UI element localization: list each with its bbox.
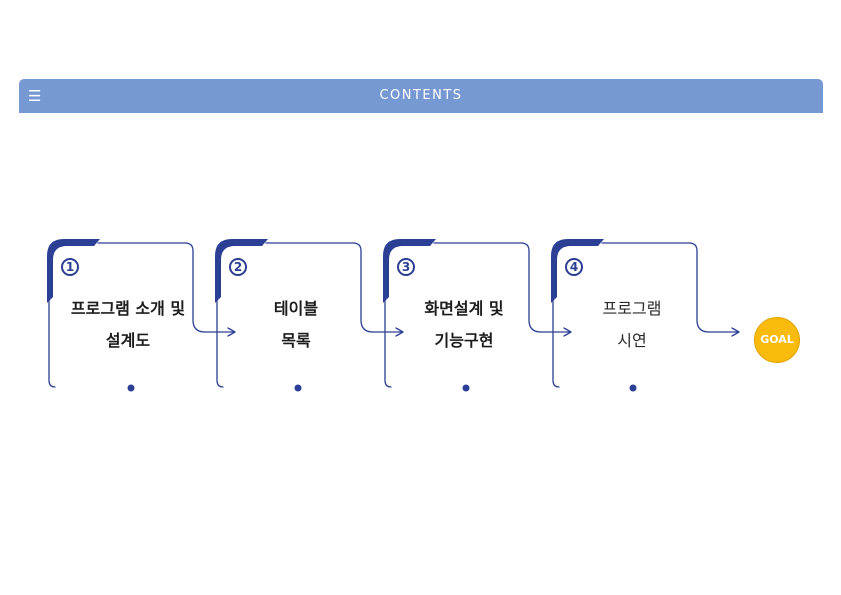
step-3-dot [462,384,470,392]
step-3-label-line2: 기능구현 [434,331,494,350]
step-2-arrow-head [395,327,404,337]
step-1-label-line1: 프로그램 소개 및 [70,299,186,318]
step-1: 1 프로그램 소개 및 설계도 [48,241,198,396]
step-3-label-line1: 화면설계 및 [424,299,504,318]
step-1-label-line2: 설계도 [105,331,151,350]
step-3-frame-left [384,295,392,388]
step-4-frame-right [601,242,738,333]
header-title: CONTENTS [379,88,463,103]
step-4-label-line1: 프로그램 [602,299,662,318]
step-1-corner-accent [47,239,100,303]
step-1-label: 프로그램 소개 및 설계도 [56,293,200,357]
step-4: 4 프로그램 시연 [552,241,702,396]
step-4-corner-accent [551,239,604,303]
step-2: 2 테이블 목록 [216,241,366,396]
step-1-frame-right [97,242,234,333]
step-4-frame-left [552,295,560,388]
step-1-arrow-head [227,327,236,337]
step-2-frame-left [216,295,224,388]
step-3-corner-accent [383,239,436,303]
step-2-label-line2: 목록 [281,331,311,350]
step-3-number-badge: 3 [397,258,415,276]
step-3: 3 화면설계 및 기능구현 [384,241,534,396]
step-3-frame-right [433,242,570,333]
contents-header: ☰ CONTENTS [19,79,823,113]
step-4-label: 프로그램 시연 [560,293,704,357]
step-1-frame-left [48,295,56,388]
step-4-dot [629,384,637,392]
step-2-number-badge: 2 [229,258,247,276]
step-2-corner-accent [215,239,268,303]
step-4-number-badge: 4 [565,258,583,276]
step-2-frame-right [265,242,402,333]
step-1-number-badge: 1 [61,258,79,276]
step-4-label-line2: 시연 [617,331,647,350]
step-3-label: 화면설계 및 기능구현 [392,293,536,357]
step-2-dot [294,384,302,392]
step-4-arrow-head [731,327,740,337]
step-3-arrow-head [563,327,572,337]
step-1-dot [127,384,135,392]
step-2-label-line1: 테이블 [273,299,319,318]
step-2-label: 테이블 목록 [224,293,368,357]
hamburger-menu-icon[interactable]: ☰ [28,87,42,105]
goal-badge: GOAL [754,317,800,363]
